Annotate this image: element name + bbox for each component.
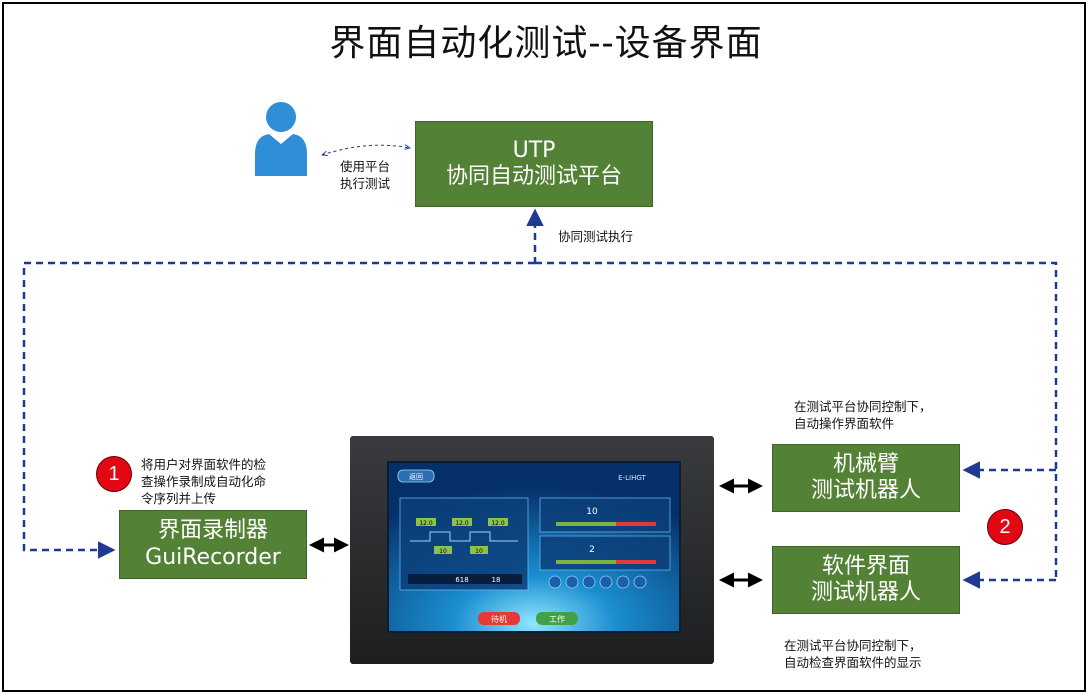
user-note: 使用平台 执行测试	[340, 159, 391, 191]
collab-label: 协同测试执行	[558, 229, 634, 244]
device-model-label: E-LIHGT	[618, 474, 646, 482]
device-set-value-3: 12.0	[491, 520, 505, 527]
utp-line1: UTP	[512, 137, 556, 163]
diagram-title: 界面自动化测试--设备界面	[329, 23, 763, 64]
device-standby-button: 待机	[491, 614, 507, 624]
soft-line1: 软件界面	[821, 553, 910, 579]
device-set-value-1: 12.0	[419, 520, 433, 527]
recorder-line1: 界面录制器	[157, 518, 268, 544]
recorder-note: 将用户对界面软件的检 查操作录制成自动化命 令序列并上传	[141, 457, 267, 506]
device-work-button: 工作	[549, 614, 565, 624]
arm-line1: 机械臂	[832, 451, 899, 477]
arm-robot-box: 机械臂 测试机器人	[772, 444, 960, 512]
device-gauge1-value: 10	[586, 507, 598, 517]
device-set-value-2: 12.0	[455, 520, 469, 527]
utp-platform-box: UTP 协同自动测试平台	[415, 121, 653, 207]
device-back-label: 返回	[409, 473, 423, 481]
gui-recorder-box: 界面录制器 GuiRecorder	[119, 510, 307, 579]
arm-line2: 测试机器人	[810, 478, 921, 503]
step-2-badge: 2	[987, 509, 1023, 545]
right-loop-connector	[535, 261, 1058, 580]
device-step-value-1: 10	[439, 548, 447, 555]
utp-line2: 协同自动测试平台	[445, 164, 622, 189]
user-utp-connector	[322, 145, 410, 155]
arm-note: 在测试平台协同控制下， 自动操作界面软件	[794, 399, 932, 431]
step-1-badge: 1	[96, 456, 132, 492]
recorder-line2: GuiRecorder	[145, 544, 281, 570]
device-bottom-value-1: 618	[455, 576, 468, 584]
device-gauge2-value: 2	[589, 545, 595, 555]
left-loop-connector	[22, 261, 535, 559]
user-icon	[255, 102, 307, 176]
software-robot-box: 软件界面 测试机器人	[772, 546, 960, 614]
device-bottom-value-2: 18	[492, 576, 501, 584]
soft-line2: 测试机器人	[810, 580, 921, 605]
soft-note: 在测试平台协同控制下， 自动检查界面软件的显示	[784, 638, 922, 670]
device-panel-image: 返回 E-LIHGT 12.0 12.0 12.0 10 10 618 18 1…	[350, 436, 714, 664]
device-step-value-2: 10	[475, 548, 483, 555]
